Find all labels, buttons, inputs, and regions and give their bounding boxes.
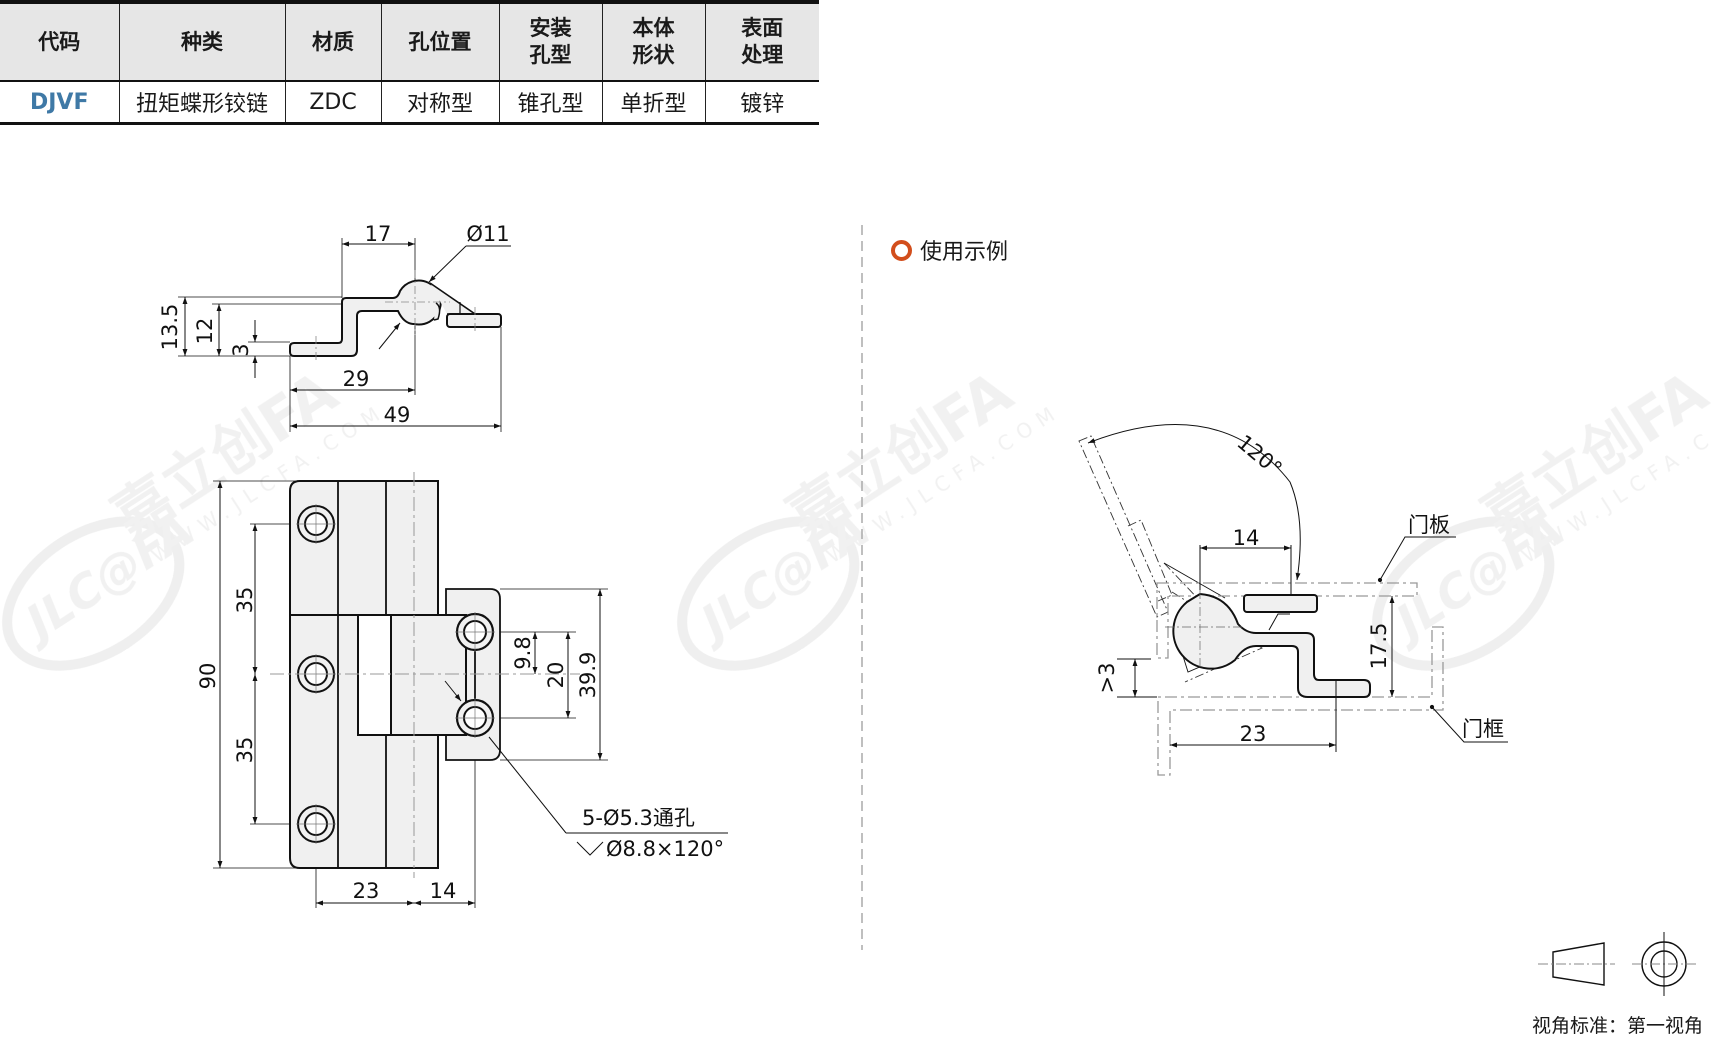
dim-9-8: 9.8	[511, 636, 535, 669]
hole-note-line2: Ø8.8×120°	[606, 837, 724, 861]
label-door-panel: 门板	[1408, 513, 1450, 537]
header-surface: 表面处理	[704, 0, 819, 82]
usage-dim-gt-3: >3	[1095, 663, 1119, 694]
spec-header-row: 代码 种类 材质 孔位置 安装孔型 本体形状 表面处理	[0, 0, 819, 82]
hole-note-line1: 5-Ø5.3通孔	[582, 806, 695, 830]
circle-bullet-icon	[891, 239, 912, 261]
dim-35-lower: 35	[233, 737, 257, 764]
dim-23: 23	[353, 879, 380, 903]
dim-35-upper: 35	[233, 587, 257, 614]
header-hole-position: 孔位置	[380, 0, 500, 82]
hinge-usage-profile	[1172, 592, 1371, 698]
label-door-frame: 门框	[1462, 717, 1504, 741]
header-code: 代码	[0, 0, 120, 82]
header-mount-hole: 安装孔型	[498, 0, 603, 82]
usage-title: 使用示例	[920, 240, 1009, 265]
spec-row: DJVF 扭矩蝶形铰链 ZDC 对称型 锥孔型 单折型 镀锌	[0, 81, 819, 125]
dim-39-9: 39.9	[576, 652, 600, 699]
usage-dim-23: 23	[1240, 722, 1267, 746]
dim-dia-11: Ø11	[466, 222, 509, 246]
dim-13-5: 13.5	[158, 304, 182, 351]
slot	[357, 614, 392, 736]
cell-surface: 镀锌	[704, 81, 819, 125]
dim-29: 29	[343, 367, 370, 391]
dim-12: 12	[193, 318, 217, 345]
dim-3: 3	[229, 343, 253, 356]
dim-14: 14	[430, 879, 457, 903]
front-view: 90 35 35 23 14 9.8 20 39.9 5-Ø5.3通孔 Ø8.8…	[196, 472, 728, 908]
usage-dim-17-5: 17.5	[1367, 623, 1391, 670]
cell-mount-hole: 锥孔型	[498, 81, 603, 125]
spec-table: 代码 种类 材质 孔位置 安装孔型 本体形状 表面处理 DJVF 扭矩蝶形铰链 …	[0, 0, 819, 125]
cell-body-shape: 单折型	[601, 81, 706, 125]
view-standard-label: 视角标准：第一视角	[1532, 1015, 1704, 1037]
dim-49: 49	[384, 403, 411, 427]
first-angle-projection-icon	[1538, 932, 1696, 996]
hinge-top-profile	[289, 279, 442, 357]
usage-dim-14: 14	[1233, 526, 1260, 550]
header-body-shape: 本体形状	[601, 0, 706, 82]
cell-code[interactable]: DJVF	[0, 81, 120, 125]
usage-section-header: 使用示例	[891, 234, 1008, 266]
dim-20: 20	[544, 662, 568, 689]
header-material: 材质	[284, 0, 382, 82]
top-view: 17 Ø11 13.5 12 3 29 49	[158, 222, 511, 432]
cell-type: 扭矩蝶形铰链	[118, 81, 286, 125]
cell-material: ZDC	[284, 81, 382, 125]
watermark: JLC@FA 嘉立创FA WWW.JLCFA.COM JLC@FA 嘉立创FA …	[2, 357, 1711, 671]
dim-90: 90	[196, 663, 220, 690]
cell-hole-position: 对称型	[380, 81, 500, 125]
dim-17: 17	[365, 222, 392, 246]
dim-120-deg: 120°	[1232, 430, 1286, 481]
header-type: 种类	[118, 0, 286, 82]
